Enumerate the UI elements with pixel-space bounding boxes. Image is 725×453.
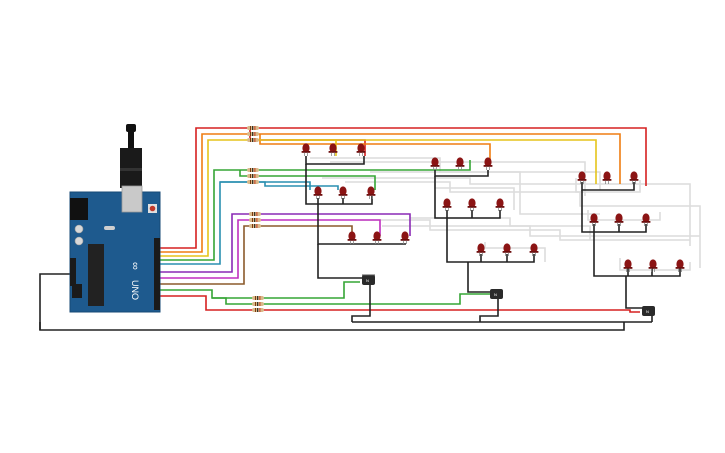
icsp-header <box>72 284 82 298</box>
resistor-8[interactable] <box>249 218 261 222</box>
transistor-1-label: N <box>366 278 369 283</box>
transistor-3[interactable]: N <box>642 306 655 316</box>
led-13[interactable] <box>442 198 452 211</box>
resistor-7[interactable] <box>249 212 261 216</box>
arduino-uno-board[interactable]: ∞ UNO <box>69 124 161 313</box>
wire-orange-2 <box>259 134 491 160</box>
led-24[interactable] <box>641 213 651 226</box>
led-15[interactable] <box>495 198 505 211</box>
wire-brown-1 <box>160 225 353 285</box>
resistor-9[interactable] <box>249 224 261 228</box>
wire-yellow-2 <box>270 139 337 156</box>
signal-wires <box>160 127 647 313</box>
transistors: N N N <box>362 274 655 316</box>
led-16[interactable] <box>476 243 486 256</box>
power-jack <box>70 198 88 220</box>
led-22[interactable] <box>589 213 599 226</box>
wire-green-2 <box>239 170 376 190</box>
resistors <box>247 126 264 312</box>
transistor-3-label: N <box>646 309 649 314</box>
digital-header <box>154 238 160 310</box>
led-7[interactable] <box>347 231 357 244</box>
led-9[interactable] <box>400 231 410 244</box>
wire-purple-1 <box>160 213 411 273</box>
led-5[interactable] <box>338 186 348 199</box>
resistor-1[interactable] <box>247 126 259 130</box>
capacitor-2 <box>74 236 84 246</box>
led-8[interactable] <box>372 231 382 244</box>
crystal <box>104 226 115 230</box>
led-25[interactable] <box>623 259 633 272</box>
led-20[interactable] <box>602 171 612 184</box>
led-27[interactable] <box>675 259 685 272</box>
usb-cable <box>128 128 134 148</box>
arduino-infinity-logo: ∞ <box>129 262 141 270</box>
wire-green-3 <box>160 281 360 299</box>
led-26[interactable] <box>648 259 658 272</box>
led-19[interactable] <box>577 171 587 184</box>
wire-green-1 <box>160 160 471 261</box>
led-14[interactable] <box>467 198 477 211</box>
atmega-chip <box>88 244 104 306</box>
led-2[interactable] <box>328 143 338 156</box>
led-4[interactable] <box>313 186 323 199</box>
usb-cable-plug-ridge <box>120 168 142 171</box>
resistor-4[interactable] <box>247 168 259 172</box>
capacitor-1 <box>74 224 84 234</box>
board-model-label: UNO <box>130 280 140 300</box>
led-21[interactable] <box>629 171 639 184</box>
led-6[interactable] <box>366 186 376 199</box>
resistor-5[interactable] <box>247 174 259 178</box>
wire-magenta-1 <box>160 219 381 279</box>
usb-cable-plug-top <box>126 124 136 132</box>
white-wires <box>310 157 701 271</box>
wire-orange-1 <box>160 133 621 253</box>
led-12[interactable] <box>483 157 493 170</box>
led-17[interactable] <box>502 243 512 256</box>
transistor-1[interactable]: N <box>362 274 375 285</box>
wire-green-4 <box>212 293 490 305</box>
wire-red-3 <box>160 295 640 313</box>
resistor-3[interactable] <box>247 138 259 142</box>
usb-port <box>121 185 143 213</box>
resistor-10[interactable] <box>252 296 264 300</box>
resistor-2[interactable] <box>247 132 259 136</box>
resistor-12[interactable] <box>252 308 264 312</box>
black-wires <box>39 156 681 331</box>
led-23[interactable] <box>614 213 624 226</box>
led-10[interactable] <box>430 157 440 170</box>
led-1[interactable] <box>301 143 311 156</box>
leds <box>301 143 685 272</box>
resistor-6[interactable] <box>247 180 259 184</box>
transistor-2-label: N <box>494 292 497 297</box>
led-11[interactable] <box>455 157 465 170</box>
led-3[interactable] <box>356 143 366 156</box>
transistor-2[interactable]: N <box>490 289 503 299</box>
power-header <box>70 258 76 286</box>
wire-yellow-1 <box>160 139 597 257</box>
wire-red-1 <box>160 127 647 249</box>
resistor-11[interactable] <box>252 302 264 306</box>
led-18[interactable] <box>529 243 539 256</box>
reset-button-cap[interactable] <box>149 205 156 212</box>
